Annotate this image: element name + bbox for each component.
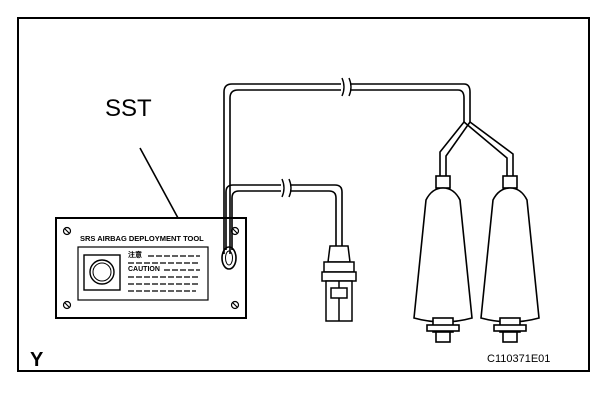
connector-plug — [321, 245, 357, 322]
tool-title: SRS AIRBAG DEPLOYMENT TOOL — [80, 234, 204, 243]
wire-harness — [223, 83, 514, 254]
alligator-clip-left — [413, 175, 473, 343]
screw-icons — [62, 226, 240, 310]
sst-leader-line — [139, 147, 179, 219]
figure-code: C110371E01 — [487, 353, 550, 365]
instruction-text-lines — [128, 255, 200, 292]
deployment-tool-box: SRS AIRBAG DEPLOYMENT TOOL 注意 CAUTION — [55, 217, 247, 319]
sst-label: SST — [105, 95, 152, 122]
view-letter: Y — [30, 349, 44, 371]
caution-jp: 注意 — [128, 250, 142, 259]
alligator-clip-right — [480, 175, 540, 343]
push-button-icon — [83, 254, 121, 291]
caution-en: CAUTION — [128, 266, 160, 273]
wire-break-marks — [281, 77, 352, 198]
figure-frame — [17, 17, 590, 372]
